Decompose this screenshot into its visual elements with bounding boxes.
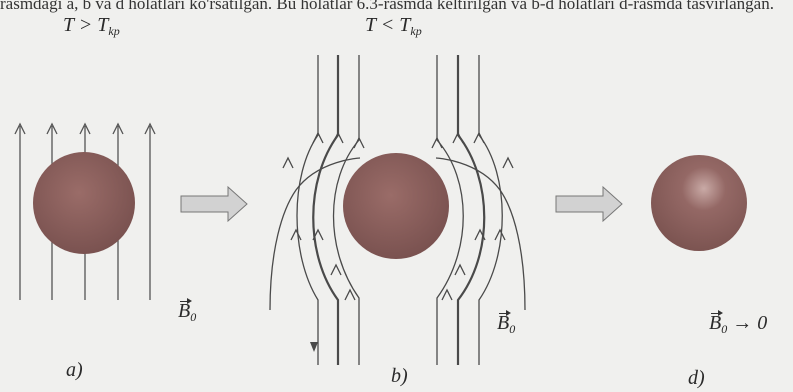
field-marker [310, 342, 318, 352]
condition-normal: T > Tkp [63, 14, 120, 39]
transition-arrow-2 [556, 187, 622, 221]
condition-super: T < Tkp [365, 14, 422, 39]
sphere-d [651, 155, 747, 251]
sphere-a [33, 152, 135, 254]
transition-arrow-1 [181, 187, 247, 221]
panel-label-a: a) [66, 359, 83, 382]
field-label-a: B0 [178, 300, 196, 325]
sphere-b [343, 153, 449, 259]
field-label-b: B0 [497, 312, 515, 337]
panel-label-d: d) [688, 367, 705, 390]
panel-label-b: b) [391, 365, 408, 388]
field-label-d: B0 → 0 [709, 312, 767, 337]
